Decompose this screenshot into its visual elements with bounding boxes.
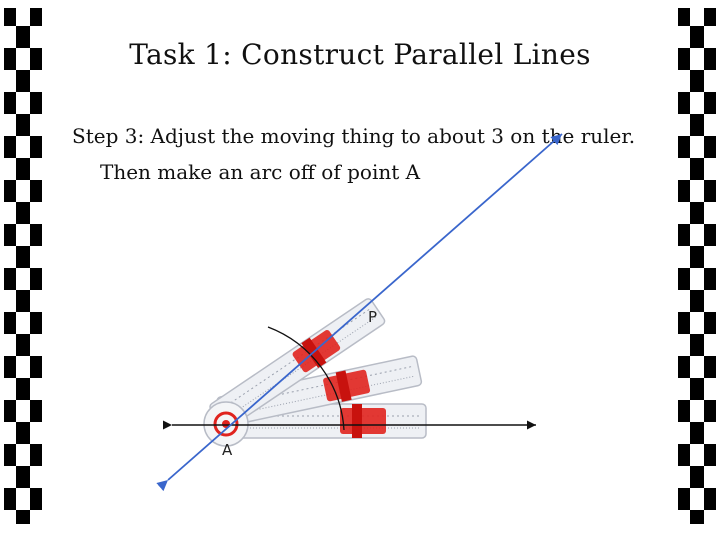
- decorative-border-right: [678, 8, 716, 524]
- slide-title: Task 1: Construct Parallel Lines: [129, 38, 591, 71]
- point-a-label: A: [222, 441, 233, 459]
- ruler-compass-icon: [203, 298, 427, 447]
- point-p-label: P: [368, 308, 377, 326]
- transversal-line: [156, 133, 563, 492]
- decorative-border-left: [4, 8, 42, 524]
